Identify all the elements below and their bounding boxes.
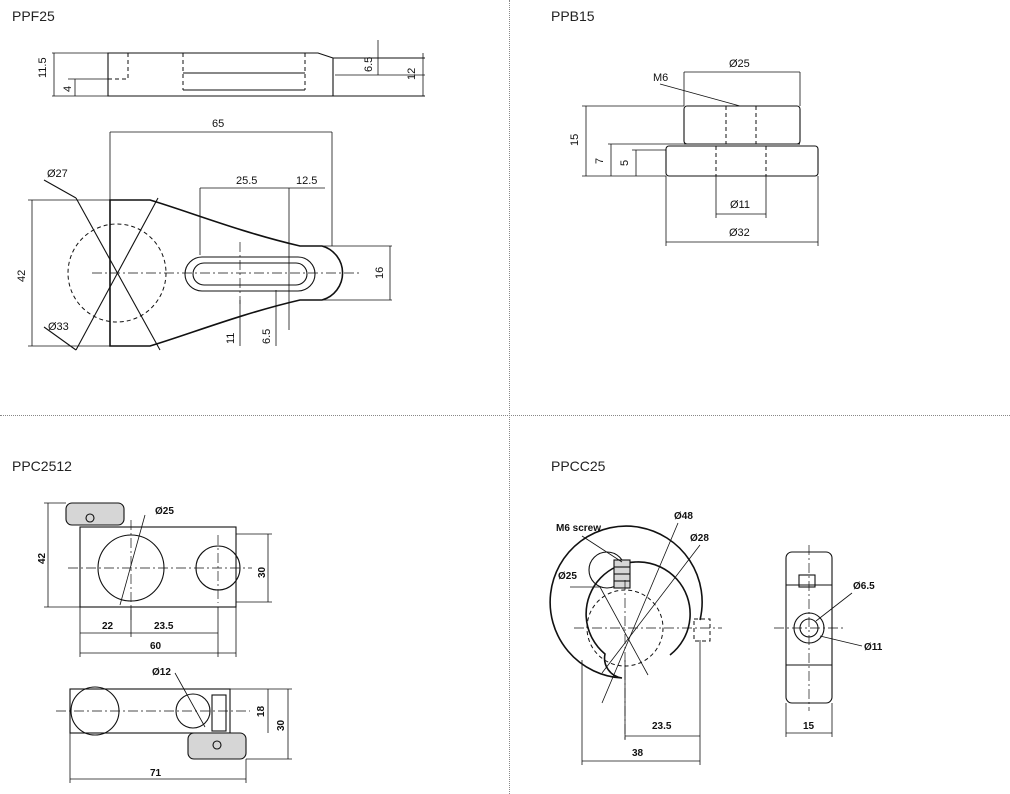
title-ppcc25: PPCC25	[551, 458, 606, 474]
ppc2512-dim-30b: 30	[276, 719, 287, 731]
ppc2512-top-view: Ø25 42 30 22 23.5 60	[37, 502, 272, 657]
ppb15-dim-d32: Ø32	[729, 227, 750, 239]
ppf25-drawing: 11.5 4 6.5 12 65 Ø27 25.5 12.5 42	[16, 40, 425, 351]
ppcc25-side-view: Ø6.5 Ø11 15	[774, 545, 883, 737]
ppcc25-drawing: M6 screw Ø48 Ø28 Ø25 23.5 38 Ø6.5 Ø11 15	[549, 511, 883, 765]
ppf25-dim-4: 4	[62, 86, 74, 92]
ppf25-dim-65: 65	[212, 118, 224, 130]
title-ppf25: PPF25	[12, 8, 55, 24]
ppf25-dim-25.5: 25.5	[236, 175, 257, 187]
ppc2512-dim-42: 42	[37, 552, 48, 564]
ppcc25-dim-d11: Ø11	[864, 642, 883, 653]
ppf25-dim-42: 42	[16, 270, 28, 282]
ppcc25-dim-d48: Ø48	[674, 511, 693, 522]
ppf25-dim-d33: Ø33	[48, 321, 69, 333]
ppf25-dim-12.5: 12.5	[296, 175, 317, 187]
ppcc25-dim-d25: Ø25	[558, 571, 577, 582]
title-ppc2512: PPC2512	[12, 458, 72, 474]
ppb15-dim-7: 7	[594, 158, 606, 164]
ppcc25-dim-15: 15	[803, 721, 815, 732]
ppc2512-dim-d25: Ø25	[155, 506, 174, 517]
horizontal-divider	[0, 415, 1010, 416]
ppc2512-dim-d12: Ø12	[152, 667, 171, 678]
ppf25-side-view: 11.5 4 6.5 12	[37, 40, 425, 97]
ppc2512-drawing: Ø25 42 30 22 23.5 60 Ø12 18 30 71	[37, 502, 292, 783]
ppb15-side-view: M6 Ø25 15 7 5 Ø11 Ø32	[569, 58, 819, 246]
ppcc25-dim-d28: Ø28	[690, 533, 709, 544]
ppf25-dim-6.5b: 6.5	[261, 329, 273, 344]
ppcc25-dim-d6.5: Ø6.5	[853, 581, 875, 592]
ppcc25-screw-label: M6 screw	[556, 523, 601, 534]
ppc2512-dim-30: 30	[257, 566, 268, 578]
ppcc25-dim-23.5: 23.5	[652, 721, 672, 732]
ppf25-dim-11.5: 11.5	[37, 57, 49, 78]
title-ppb15: PPB15	[551, 8, 595, 24]
ppc2512-dim-60: 60	[150, 641, 162, 652]
ppf25-dim-16: 16	[374, 267, 386, 279]
ppb15-dim-m6: M6	[653, 72, 668, 84]
ppcc25-front-view: M6 screw Ø48 Ø28 Ø25 23.5 38	[549, 511, 722, 765]
ppf25-dim-12: 12	[406, 68, 418, 80]
ppb15-dim-5: 5	[619, 160, 631, 166]
ppf25-dim-d27: Ø27	[47, 168, 68, 180]
ppf25-dim-6.5: 6.5	[363, 57, 375, 72]
ppb15-dim-15: 15	[569, 134, 581, 146]
ppc2512-bottom-view: Ø12 18 30 71	[56, 667, 292, 783]
ppb15-dim-d25: Ø25	[729, 58, 750, 70]
ppc2512-dim-22: 22	[102, 621, 114, 632]
ppc2512-dim-71: 71	[150, 768, 162, 779]
ppcc25-dim-38: 38	[632, 748, 644, 759]
ppf25-top-view: 65 Ø27 25.5 12.5 42 Ø33 16 11 6.5	[16, 118, 392, 351]
ppf25-dim-11: 11	[225, 333, 237, 344]
vertical-divider	[509, 0, 510, 794]
ppc2512-dim-18: 18	[256, 705, 267, 717]
ppc2512-dim-23.5: 23.5	[154, 621, 174, 632]
ppb15-drawing: M6 Ø25 15 7 5 Ø11 Ø32	[569, 58, 819, 246]
ppb15-dim-d11: Ø11	[730, 199, 750, 211]
